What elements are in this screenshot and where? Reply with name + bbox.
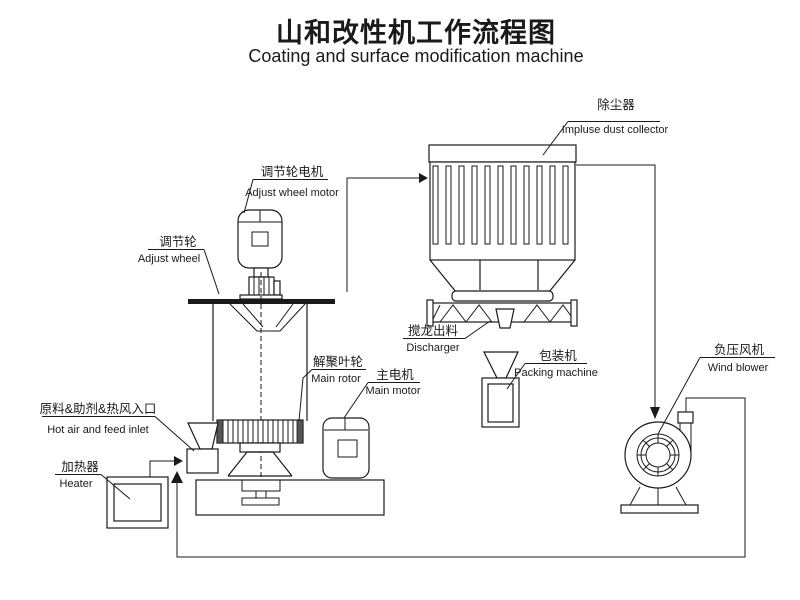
label-main-rotor: 解聚叶轮 Main rotor [298,355,366,422]
label-adjust-wheel: 调节轮 Adjust wheel [138,235,220,295]
main-motor-leader [343,382,369,419]
conveyor-flange-right [570,299,578,327]
callout-labels: 除尘器 Impluse dust collector 调节轮电机 Adjust … [40,97,775,500]
label-feed-inlet: 原料&助剂&热风入口 Hot air and feed inlet [40,401,195,452]
label-wind-blower: 负压风机 Wind blower [657,343,775,435]
main-motor-label-en: Main motor [365,385,420,397]
dust-collector-label-en: Impluse dust collector [562,124,669,136]
adjust-wheel-motor-label-zh: 调节轮电机 [261,165,324,179]
heater-leader [100,474,131,500]
label-adjust-wheel-motor: 调节轮电机 Adjust wheel motor [243,165,339,214]
mill-machine [188,209,385,516]
collector-header [428,144,577,163]
feed-box [186,448,219,474]
packing-funnel [483,351,519,379]
blower-legs [629,486,687,506]
duct-heater-to-inlet [149,460,174,477]
adjust-wheel-hatch [253,277,270,297]
heater-unit [106,476,169,529]
conveyor-flange-left [426,299,434,327]
rotor-cap-right [296,419,304,444]
bottom-bearing-plate [241,497,280,506]
discharger-label-zh: 搅龙出料 [408,323,459,338]
discharger-leader [464,320,491,339]
adjust-wheel-label-zh: 调节轮 [159,235,197,249]
duct-collector-to-blower [576,164,656,408]
main-rotor-label-zh: 解聚叶轮 [313,355,363,369]
title-block: 山和改性机工作流程图 Coating and surface modificat… [248,18,583,66]
collector-hopper [429,259,576,293]
wind-blower-leader [657,357,701,435]
arrow-up-icon [171,471,183,483]
dust-collector-label-zh: 除尘器 [597,97,635,112]
heater-label-en: Heater [59,478,92,490]
page-title-chinese: 山和改性机工作流程图 [276,18,556,48]
flow-ducts [149,164,746,558]
wind-blower-unit [620,411,699,514]
adjust-wheel-motor-leader [243,179,254,214]
blower-outlet-flange [677,411,694,424]
vessel-top-plate [188,299,335,304]
feed-inlet-label-zh: 原料&助剂&热风入口 [40,401,157,416]
page-title-english: Coating and surface modification machine [248,46,583,66]
packing-bag [487,383,514,423]
main-motor-body [322,417,370,479]
adjust-wheel-side-tab [273,280,281,296]
dust-collector-unit [426,144,578,329]
arrow-down-icon [650,407,660,419]
main-rotor-label-en: Main rotor [311,373,361,385]
heater-core [113,483,162,522]
label-packing-machine: 包装机 Packing machine [506,349,598,390]
screw-conveyor-truss [432,304,572,323]
discharger-label-en: Discharger [406,342,460,354]
label-discharger: 搅龙出料 Discharger [403,320,491,354]
feed-inlet-label-en: Hot air and feed inlet [47,424,149,436]
main-motor-nameplate [337,439,358,458]
feed-hopper [187,422,219,450]
main-rotor-band [216,419,304,444]
packing-machine-unit [481,351,520,428]
wind-blower-label-en: Wind blower [708,362,769,374]
rotor-cap-left [216,419,224,444]
rotor-hub [239,442,281,453]
label-main-motor: 主电机 Main motor [343,368,421,419]
packing-machine-label-en: Packing machine [514,367,598,379]
label-heater: 加热器 Heater [55,460,131,500]
blower-volute [624,421,692,489]
label-dust-collector: 除尘器 Impluse dust collector [542,97,669,156]
adjust-wheel-motor-label-en: Adjust wheel motor [245,187,339,199]
filter-bags [432,165,569,245]
feed-inlet-assembly [186,422,219,474]
heater-casing [106,476,169,529]
blower-base [620,504,699,514]
wind-blower-label-zh: 负压风机 [714,343,765,357]
main-motor-label-zh: 主电机 [376,368,414,382]
adjust-wheel-leader [203,249,220,295]
lower-cone [227,451,293,477]
dust-collector-leader [542,121,569,156]
packing-machine-label-zh: 包装机 [539,349,577,363]
packing-machine-leader [506,363,526,390]
conveyor-chute [495,308,515,329]
blower-spokes [637,434,679,476]
adjust-wheel-label-en: Adjust wheel [138,253,200,265]
arrow-right-icon [419,173,428,183]
vessel-inner-cone [229,303,306,332]
adjust-motor-nameplate [251,231,269,247]
main-rotor-leader [298,369,313,422]
duct-mill-to-collector [346,177,420,292]
arrow-right-small-icon [174,456,183,466]
collector-outlet-plate [451,290,554,302]
heater-label-zh: 加热器 [61,460,99,474]
machine-base [195,479,385,516]
duct-blower-return [176,397,746,558]
feed-inlet-leader [154,416,195,452]
